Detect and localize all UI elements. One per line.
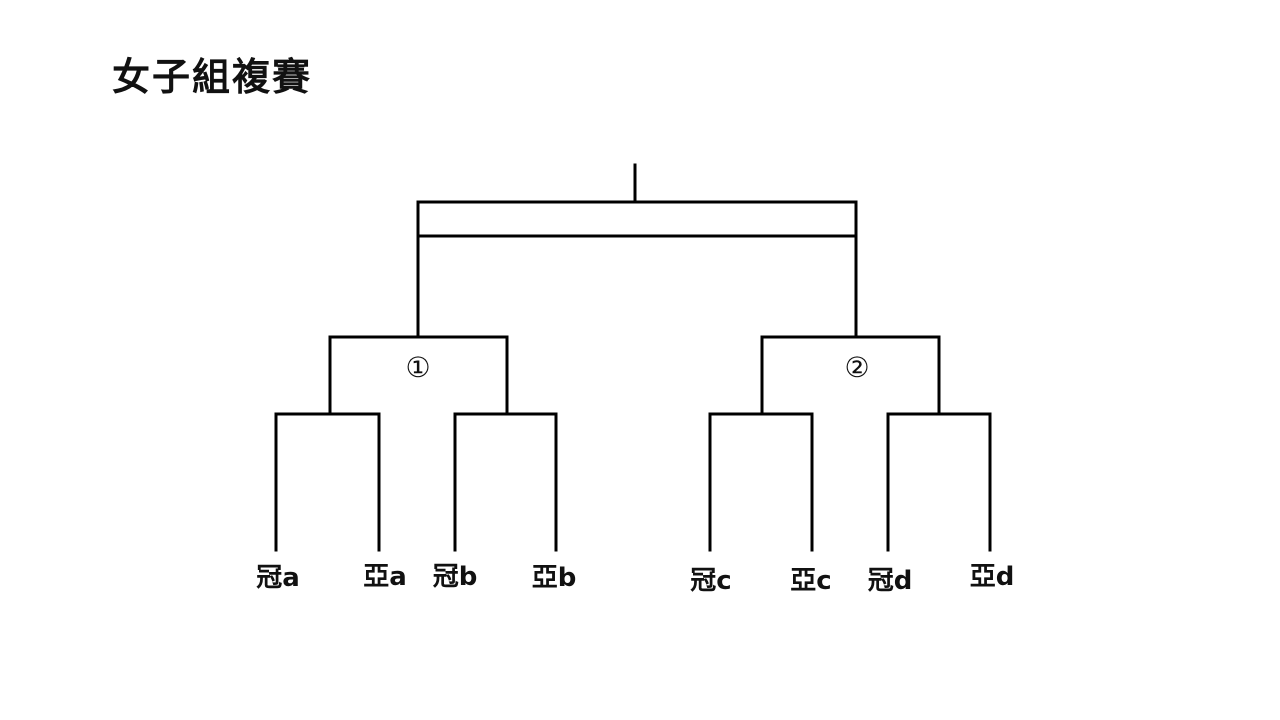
entry-label: 亞a bbox=[363, 562, 407, 592]
match-number-1: ① bbox=[405, 351, 430, 384]
final-match bbox=[416, 163, 858, 339]
semifinal-right bbox=[760, 335, 941, 416]
semifinal-left bbox=[328, 335, 509, 416]
page-title: 女子組複賽 bbox=[112, 55, 313, 99]
match-number-2: ② bbox=[844, 351, 869, 384]
entry-label: 冠a bbox=[256, 563, 300, 593]
round1-pair-a bbox=[274, 412, 381, 552]
round1-pair-b bbox=[453, 412, 558, 552]
entry-label: 冠c bbox=[690, 566, 731, 596]
round1-pair-d bbox=[886, 412, 992, 552]
entry-label: 冠d bbox=[868, 566, 913, 596]
entry-label: 亞c bbox=[790, 566, 831, 596]
entry-label: 亞b bbox=[532, 563, 577, 593]
entry-label: 冠b bbox=[433, 562, 478, 592]
round1-pair-c bbox=[708, 412, 814, 552]
entry-label: 亞d bbox=[970, 562, 1015, 592]
